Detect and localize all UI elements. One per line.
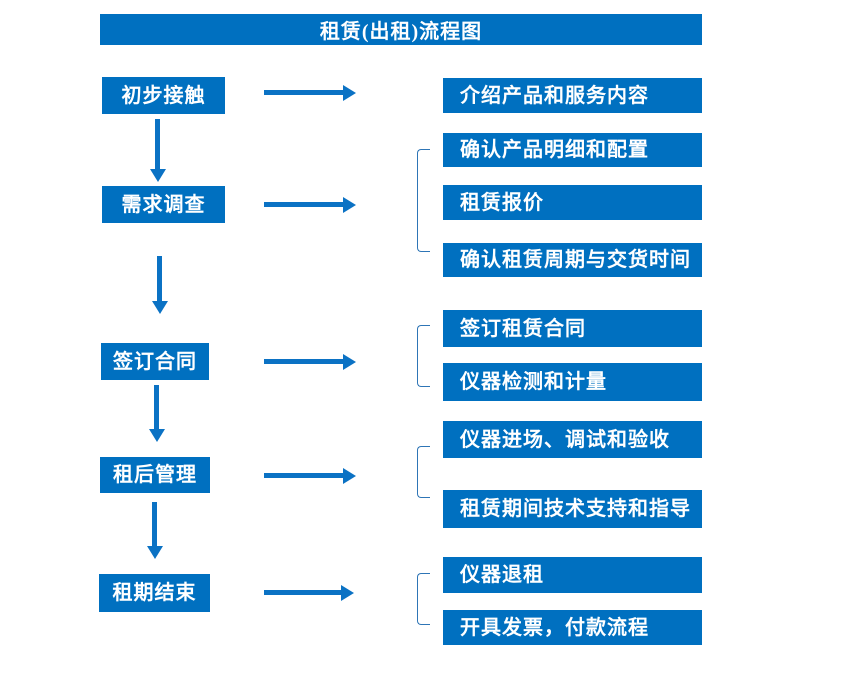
output-box-rental-quote: 租赁报价 bbox=[443, 185, 702, 220]
group-bracket bbox=[417, 325, 430, 387]
right-arrow-icon bbox=[264, 353, 356, 370]
output-box-instrument-setup: 仪器进场、调试和验收 bbox=[443, 421, 702, 458]
step-box-rental-end: 租期结束 bbox=[99, 574, 210, 612]
output-box-technical-support: 租赁期间技术支持和指导 bbox=[443, 490, 702, 528]
down-arrow-icon bbox=[151, 256, 168, 314]
down-arrow-icon bbox=[148, 385, 165, 442]
step-box-post-rental-management: 租后管理 bbox=[100, 457, 210, 493]
right-arrow-icon bbox=[264, 196, 356, 213]
down-arrow-icon bbox=[149, 119, 166, 182]
step-box-sign-contract: 签订合同 bbox=[101, 343, 209, 380]
group-bracket bbox=[417, 149, 430, 252]
right-arrow-icon bbox=[264, 584, 354, 601]
flowchart-title: 租赁(出租)流程图 bbox=[100, 14, 702, 45]
down-arrow-icon bbox=[146, 502, 163, 559]
output-box-introduce-products: 介绍产品和服务内容 bbox=[443, 78, 702, 113]
output-box-instrument-return: 仪器退租 bbox=[443, 557, 702, 593]
output-box-instrument-testing: 仪器检测和计量 bbox=[443, 363, 702, 401]
right-arrow-icon bbox=[264, 84, 356, 101]
output-box-invoice-payment: 开具发票，付款流程 bbox=[443, 610, 702, 645]
output-box-sign-rental-contract: 签订租赁合同 bbox=[443, 310, 702, 347]
right-arrow-icon bbox=[264, 467, 356, 484]
output-box-confirm-product-details: 确认产品明细和配置 bbox=[443, 133, 702, 167]
step-box-initial-contact: 初步接触 bbox=[102, 77, 225, 114]
output-box-confirm-rental-period: 确认租赁周期与交货时间 bbox=[443, 243, 702, 277]
step-box-demand-survey: 需求调查 bbox=[102, 186, 225, 223]
group-bracket bbox=[417, 573, 430, 625]
group-bracket bbox=[417, 446, 430, 498]
